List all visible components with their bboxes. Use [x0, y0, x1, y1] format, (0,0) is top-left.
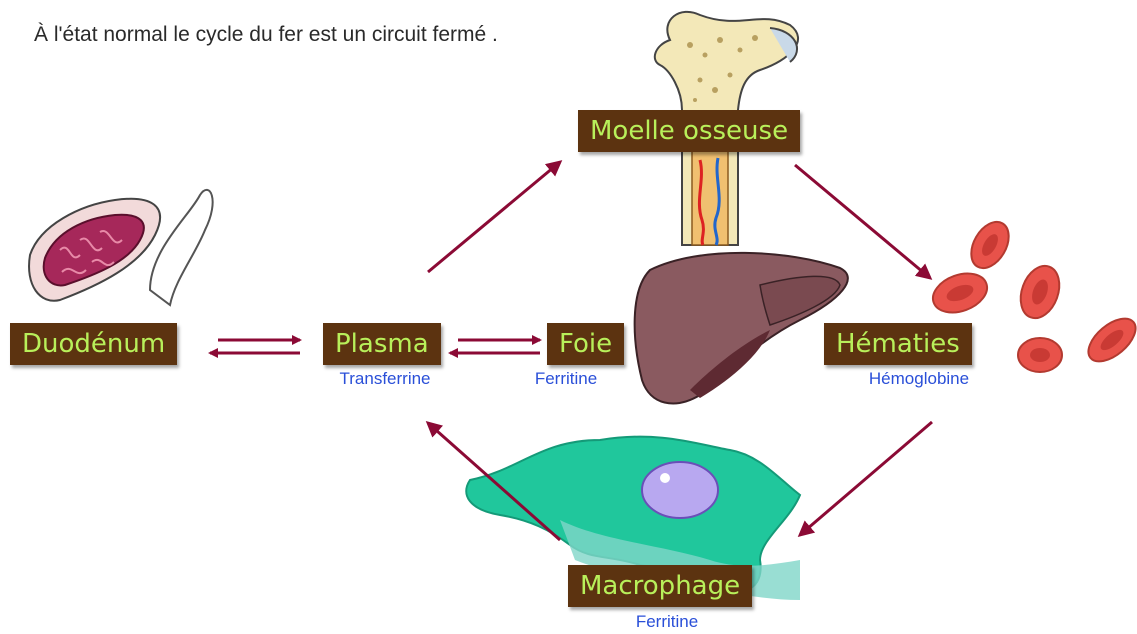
macrophage-sub-label: Ferritine	[636, 612, 698, 632]
plasma-label: Plasma	[323, 323, 441, 365]
arrow-plasma-to-moelle	[428, 162, 560, 272]
arrow-hematies-to-macrophage	[800, 422, 932, 535]
liver-illustration	[635, 253, 848, 404]
plasma-sub-label: Transferrine	[339, 369, 430, 389]
hematies-label: Hématies	[824, 323, 972, 365]
macrophage-label: Macrophage	[568, 565, 752, 607]
foie-sub-label: Ferritine	[535, 369, 597, 389]
intro-text: À l'état normal le cycle du fer est un c…	[34, 12, 594, 57]
hematies-sub-label: Hémoglobine	[869, 369, 969, 389]
foie-label: Foie	[547, 323, 624, 365]
duodenum-illustration	[29, 190, 213, 305]
moelle-osseuse-label: Moelle osseuse	[578, 110, 800, 152]
duodenum-label: Duodénum	[10, 323, 177, 365]
